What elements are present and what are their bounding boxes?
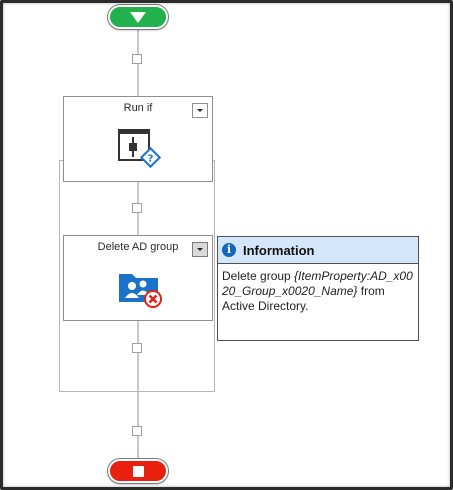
- drop-point-connector[interactable]: [132, 426, 142, 436]
- chevron-down-icon: [197, 248, 203, 251]
- play-down-triangle-icon: [130, 11, 146, 23]
- drop-point-connector[interactable]: [132, 203, 142, 213]
- action-menu-dropdown[interactable]: [192, 103, 208, 118]
- chevron-down-icon: [197, 109, 203, 112]
- delete-ad-group-icon: [118, 268, 164, 313]
- workflow-end-button[interactable]: [108, 459, 168, 483]
- drop-point-connector[interactable]: [132, 343, 142, 353]
- information-title: Information: [243, 242, 315, 258]
- action-title: Delete AD group: [97, 241, 179, 253]
- flow-line: [137, 320, 139, 460]
- description-prefix: Delete group: [222, 269, 295, 283]
- stop-square-icon: [132, 465, 144, 477]
- svg-text:?: ?: [148, 154, 154, 165]
- run-if-condition-icon: ?: [118, 129, 162, 174]
- information-tooltip: i Information Delete group {ItemProperty…: [217, 236, 419, 341]
- information-icon: i: [222, 243, 236, 257]
- action-delete-ad-group[interactable]: Delete AD group: [63, 235, 213, 321]
- drop-point-connector[interactable]: [132, 54, 142, 64]
- action-run-if[interactable]: Run if ?: [63, 96, 213, 182]
- action-menu-dropdown[interactable]: [192, 242, 208, 257]
- information-description: Delete group {ItemProperty:AD_x0020_Grou…: [218, 264, 418, 314]
- information-header: i Information: [218, 237, 418, 264]
- action-title: Run if: [123, 102, 153, 114]
- description-suffix: from Active Directory.: [222, 284, 385, 313]
- workflow-start-button[interactable]: [108, 5, 168, 29]
- item-property-token: {ItemProperty:AD_x0020_Group_x0020_Name}: [222, 269, 413, 298]
